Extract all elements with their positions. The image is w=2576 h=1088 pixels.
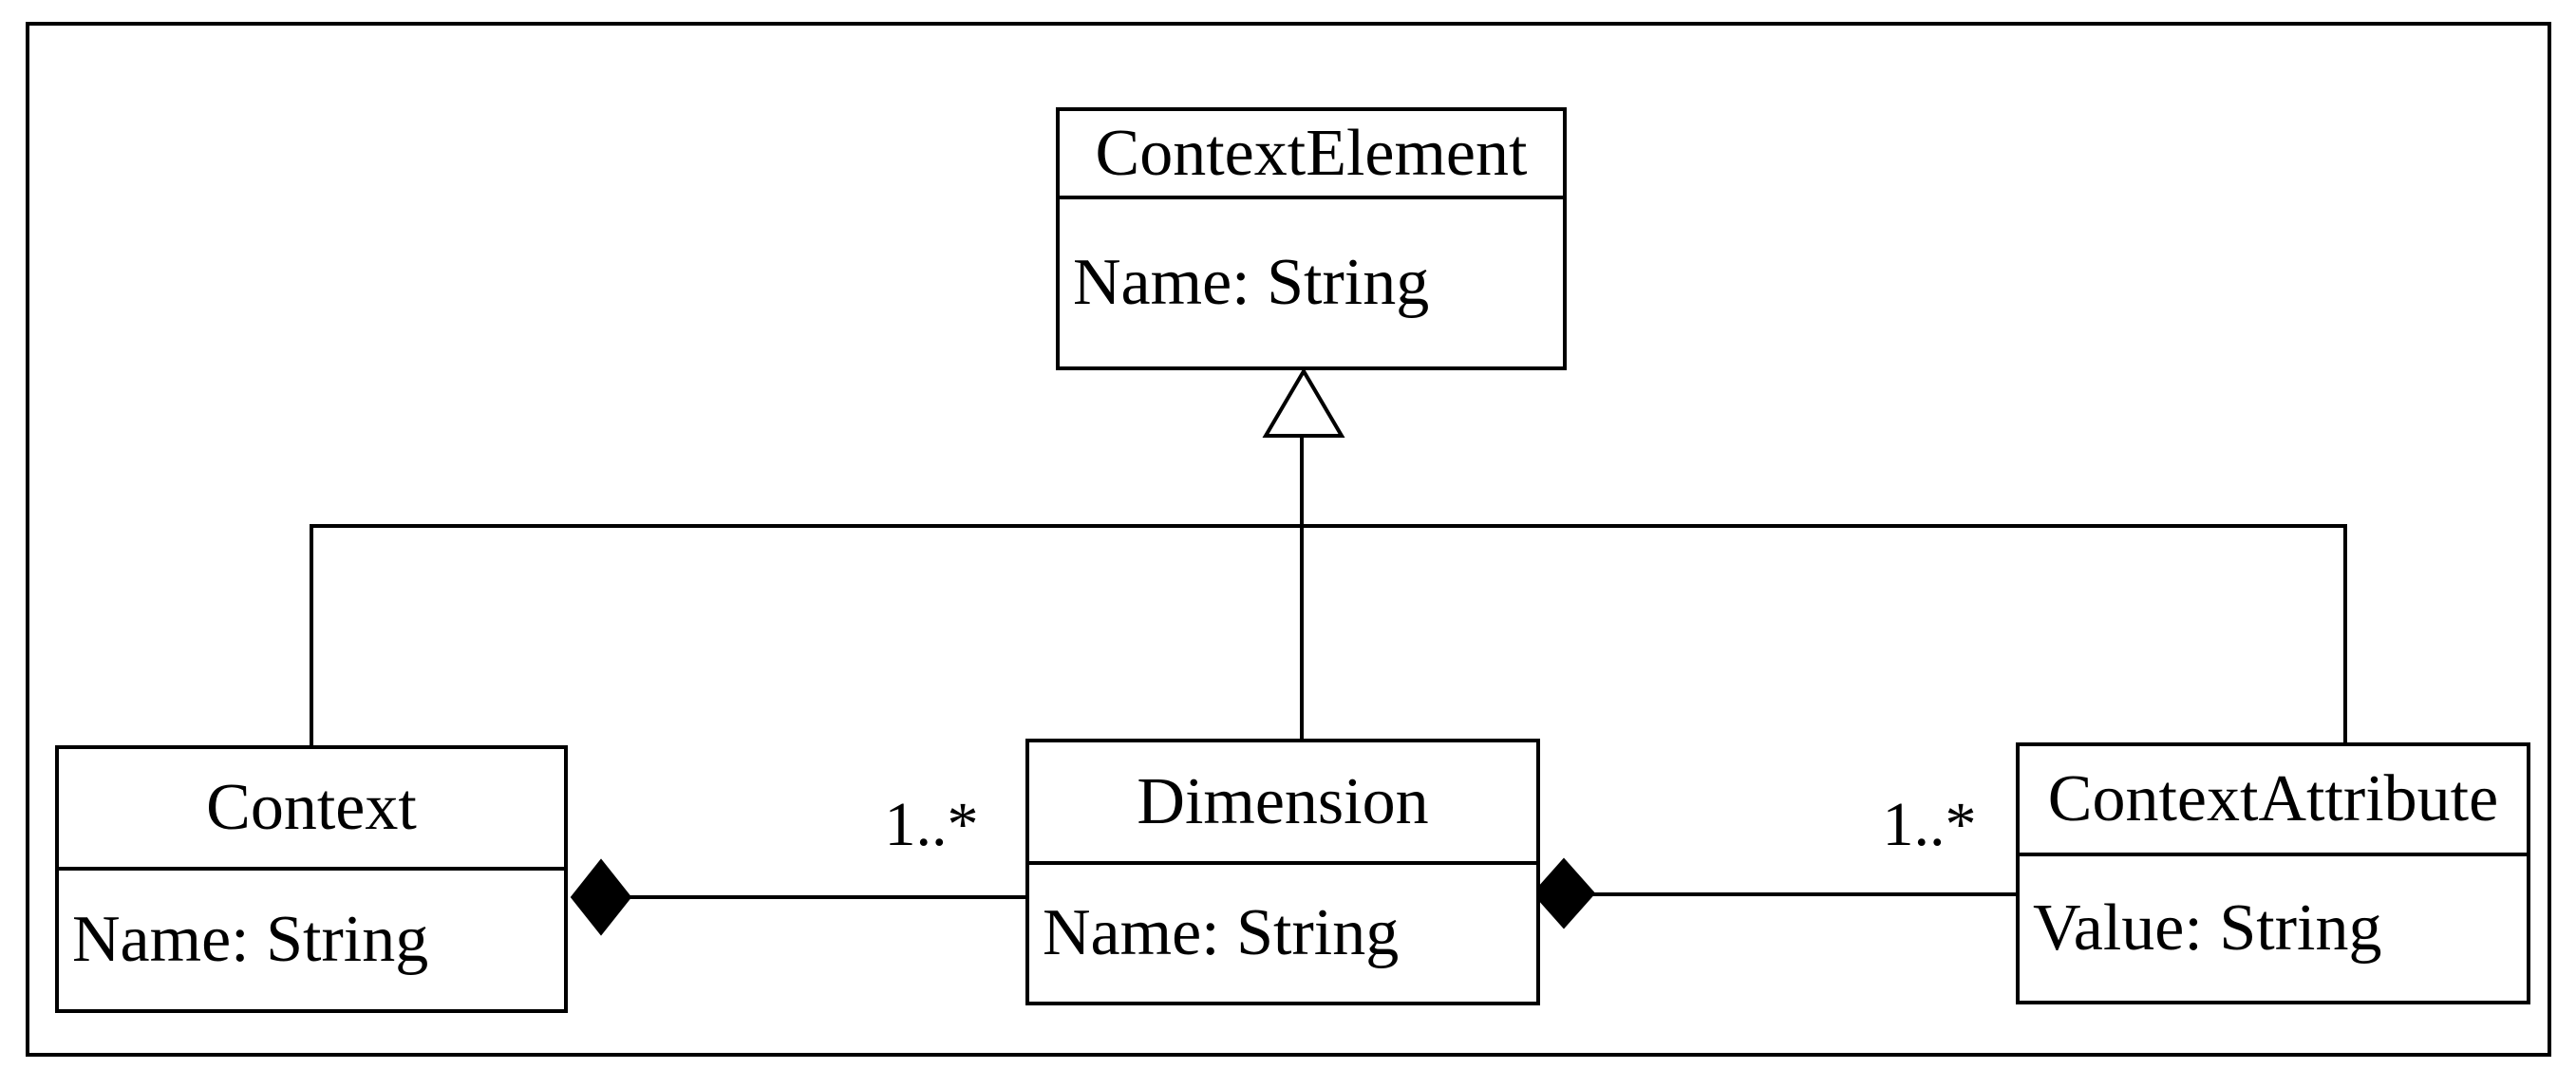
class-contextelement: ContextElement Name: String <box>1056 107 1567 370</box>
class-context: Context Name: String <box>55 745 568 1013</box>
class-name: Context <box>206 771 417 844</box>
class-name-compartment: ContextElement <box>1060 111 1563 199</box>
class-name: ContextElement <box>1095 116 1528 190</box>
generalization-arrowhead-icon <box>1262 367 1345 438</box>
class-contextattribute: ContextAttribute Value: String <box>2016 742 2530 1004</box>
class-attributes-compartment: Name: String <box>1060 199 1563 366</box>
composition-diamond-icon-dimension <box>1532 857 1596 929</box>
diagram-border <box>26 22 2551 1057</box>
class-attributes-compartment: Value: String <box>2020 856 2527 1001</box>
multiplicity-label-context-dimension: 1..* <box>884 790 979 859</box>
class-attributes-compartment: Name: String <box>1029 865 1536 1002</box>
class-name: Dimension <box>1137 764 1429 838</box>
class-attribute: Name: String <box>1043 896 1400 969</box>
class-attribute: Value: String <box>2033 891 2382 965</box>
class-name: ContextAttribute <box>2047 762 2499 835</box>
class-name-compartment: Context <box>59 749 564 871</box>
class-name-compartment: ContextAttribute <box>2020 746 2527 856</box>
class-dimension: Dimension Name: String <box>1025 739 1540 1005</box>
multiplicity-label-dimension-contextattribute: 1..* <box>1882 790 1977 859</box>
composition-diamond-icon-context <box>570 858 632 936</box>
class-attribute: Name: String <box>1073 246 1430 319</box>
generalization-bus-line <box>310 524 2347 747</box>
class-attributes-compartment: Name: String <box>59 871 564 1009</box>
class-attribute: Name: String <box>72 903 429 976</box>
class-name-compartment: Dimension <box>1029 742 1536 865</box>
